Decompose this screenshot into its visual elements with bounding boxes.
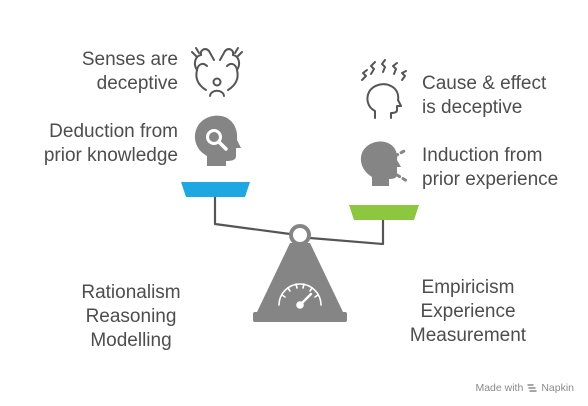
- scale-pillar: [257, 243, 343, 312]
- watermark-brand: Napkin: [541, 382, 574, 394]
- head-sparks-icon: [361, 59, 407, 119]
- scale-stand: [253, 243, 347, 322]
- gauge-icon: [278, 283, 322, 309]
- deduction-line-2: prior knowledge: [43, 145, 178, 166]
- empiricism-measurement: Measurement: [409, 325, 527, 346]
- empiricism-experience: Experience: [420, 301, 516, 322]
- empiricism-label: Empiricism Experience Measurement: [396, 276, 540, 348]
- rationalism-claim-senses: Senses are deceptive: [82, 48, 178, 96]
- napkin-watermark: Made with Napkin: [475, 382, 574, 394]
- empiricism-claim-induction: Induction from prior experience: [422, 144, 558, 192]
- rationalism-label: Rationalism Reasoning Modelling: [64, 281, 198, 353]
- empiricism-claim-cause-effect: Cause & effect is deceptive: [422, 72, 546, 120]
- head-magnifier-icon: [194, 115, 241, 166]
- napkin-logo-icon: [527, 384, 538, 392]
- induction-line-2: prior experience: [422, 169, 559, 190]
- cause-effect-line-1: Cause & effect: [422, 73, 547, 94]
- rationalism-reasoning: Reasoning: [85, 306, 177, 327]
- senses-line-2: deceptive: [96, 73, 178, 94]
- deduction-line-1: Deduction from: [49, 121, 178, 142]
- watermark-prefix: Made with: [475, 382, 524, 394]
- rationalism-modelling: Modelling: [90, 330, 172, 351]
- scale-pivot: [289, 224, 311, 246]
- hands-senses-icon: [191, 47, 243, 97]
- beam-right-arm: [308, 218, 385, 246]
- scale-base: [253, 312, 347, 322]
- empiricism-title: Empiricism: [421, 277, 515, 298]
- senses-line-1: Senses are: [81, 49, 178, 70]
- rationalism-claim-deduction: Deduction from prior knowledge: [44, 120, 178, 168]
- empiricism-pan: [349, 205, 419, 220]
- induction-line-1: Induction from: [422, 145, 543, 166]
- scale-beam: [213, 194, 385, 246]
- rationalism-pan: [181, 182, 250, 197]
- cause-effect-line-2: is deceptive: [422, 97, 523, 118]
- rationalism-title: Rationalism: [81, 282, 181, 303]
- beam-left-arm: [213, 194, 292, 236]
- head-speaking-icon: [360, 141, 409, 186]
